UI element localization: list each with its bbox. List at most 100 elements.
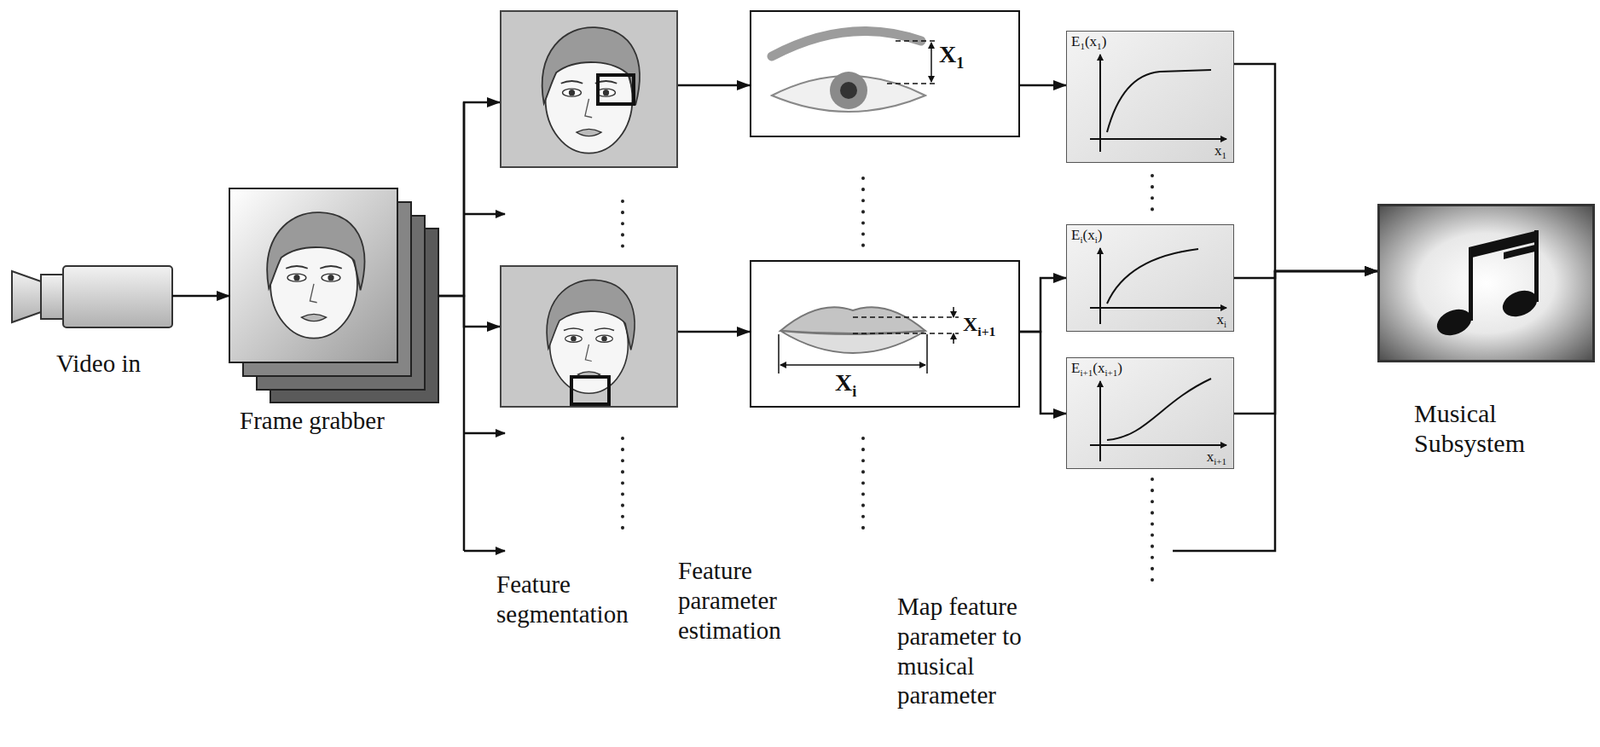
illustration-part xyxy=(1066,357,1235,470)
illustration-part xyxy=(886,40,939,84)
illustration-part xyxy=(1089,54,1227,462)
illustration-part xyxy=(463,102,1276,551)
illustration-part xyxy=(463,213,505,216)
subscript: i xyxy=(852,382,857,400)
subscript: i xyxy=(1079,234,1083,245)
illustration-part xyxy=(840,81,858,99)
node-text: Xi xyxy=(834,369,857,401)
illustration-part xyxy=(780,330,926,354)
illustration-part xyxy=(861,178,865,536)
illustration-part xyxy=(1099,381,1102,462)
connector-arrow xyxy=(1234,271,1378,414)
illustration-part xyxy=(1066,224,1235,332)
connector-arrow xyxy=(1234,63,1378,272)
mapping-plot: E1(x1) x1 xyxy=(1066,30,1235,163)
connector-arrow xyxy=(1020,331,1067,414)
illustration-part xyxy=(1099,54,1102,152)
subscript: i+1 xyxy=(1104,367,1118,378)
illustration-part xyxy=(63,266,173,328)
illustration-part xyxy=(829,71,868,110)
mapping-plot: Ei(xi) xi xyxy=(1066,224,1235,332)
illustration-part xyxy=(780,307,926,334)
connector-arrow xyxy=(438,295,500,327)
column-label: Map feature parameter to musical paramet… xyxy=(897,591,1068,711)
illustration-part xyxy=(749,10,1021,138)
connector-arrow xyxy=(172,295,230,298)
node-text: X1 xyxy=(939,40,964,73)
node-text: E1(x1) xyxy=(1071,33,1107,53)
illustration-part xyxy=(620,201,625,538)
illustration-part xyxy=(229,188,439,403)
segmentation-box xyxy=(499,10,679,169)
node-text: x1 xyxy=(1214,142,1227,162)
subscript: i+1 xyxy=(1079,367,1093,378)
subscript: 1 xyxy=(1096,40,1102,52)
illustration-part xyxy=(499,10,679,169)
illustration-part xyxy=(930,42,933,82)
illustration-part xyxy=(1107,378,1212,441)
illustration-part xyxy=(1468,230,1539,259)
illustration-part xyxy=(542,27,640,154)
illustration-part xyxy=(952,307,955,344)
illustration-part xyxy=(11,266,173,328)
connector-arrow xyxy=(1020,278,1067,332)
subscript: i xyxy=(1095,234,1098,245)
connector-arrow xyxy=(678,330,750,334)
illustration-part xyxy=(771,30,922,57)
illustration-part xyxy=(1107,69,1212,133)
connector-arrow xyxy=(678,84,750,87)
video-source: Video in xyxy=(10,255,173,386)
illustration-part xyxy=(1150,175,1154,589)
connector-arrow xyxy=(438,102,500,296)
illustration-part xyxy=(1377,203,1595,363)
subscript: i+1 xyxy=(1213,456,1227,467)
illustration-part xyxy=(463,550,505,553)
illustration-part xyxy=(1432,230,1541,341)
illustration-part xyxy=(952,310,955,318)
illustration-part xyxy=(749,260,1021,408)
illustration-part xyxy=(778,307,959,374)
illustration-part xyxy=(1107,249,1199,304)
subscript: 1 xyxy=(956,54,964,72)
node-text: Video in xyxy=(56,349,141,378)
node-text: xi xyxy=(1216,311,1227,331)
column-label: Feature parameter estimation xyxy=(678,556,849,645)
illustration-part xyxy=(1066,30,1235,163)
illustration-part xyxy=(780,364,926,366)
mapping-plot: Ei+1(xi+1) xi+1 xyxy=(1066,357,1235,470)
illustration-part xyxy=(40,274,64,319)
illustration-part xyxy=(952,333,955,341)
segmentation-box xyxy=(499,265,679,408)
node-text: Musical Subsystem xyxy=(1414,399,1600,458)
illustration-part xyxy=(463,432,505,435)
node-text: Frame grabber xyxy=(239,406,385,435)
illustration-part xyxy=(266,212,365,339)
illustration-part xyxy=(1089,138,1227,140)
musical-subsystem: Musical Subsystem xyxy=(1377,203,1595,363)
illustration-part xyxy=(571,376,609,405)
illustration-part xyxy=(1089,444,1227,447)
node-text: xi+1 xyxy=(1206,448,1227,468)
illustration-part xyxy=(1503,243,1539,260)
illustration-part xyxy=(229,188,398,363)
node-text: Ei(xi) xyxy=(1071,226,1102,246)
connector-arrow xyxy=(1020,84,1067,87)
illustration-part xyxy=(597,75,634,105)
subscript: i xyxy=(1223,318,1227,330)
node-text: Ei+1(xi+1) xyxy=(1071,359,1123,379)
illustration-part xyxy=(852,317,959,334)
parameter-box: Xi+1Xi xyxy=(749,260,1021,408)
subscript: i+1 xyxy=(977,324,996,339)
subscript: 1 xyxy=(1221,150,1227,161)
subscript: 1 xyxy=(1079,40,1085,52)
illustration-part xyxy=(11,271,41,323)
illustration-part xyxy=(1099,248,1102,325)
frame-grabber: Frame grabber xyxy=(229,188,439,445)
illustration-part xyxy=(499,265,679,408)
column-label: Feature segmentation xyxy=(496,569,693,630)
illustration-part xyxy=(1468,247,1473,321)
illustration-part xyxy=(886,40,939,84)
parameter-box: X1 xyxy=(749,10,1021,138)
